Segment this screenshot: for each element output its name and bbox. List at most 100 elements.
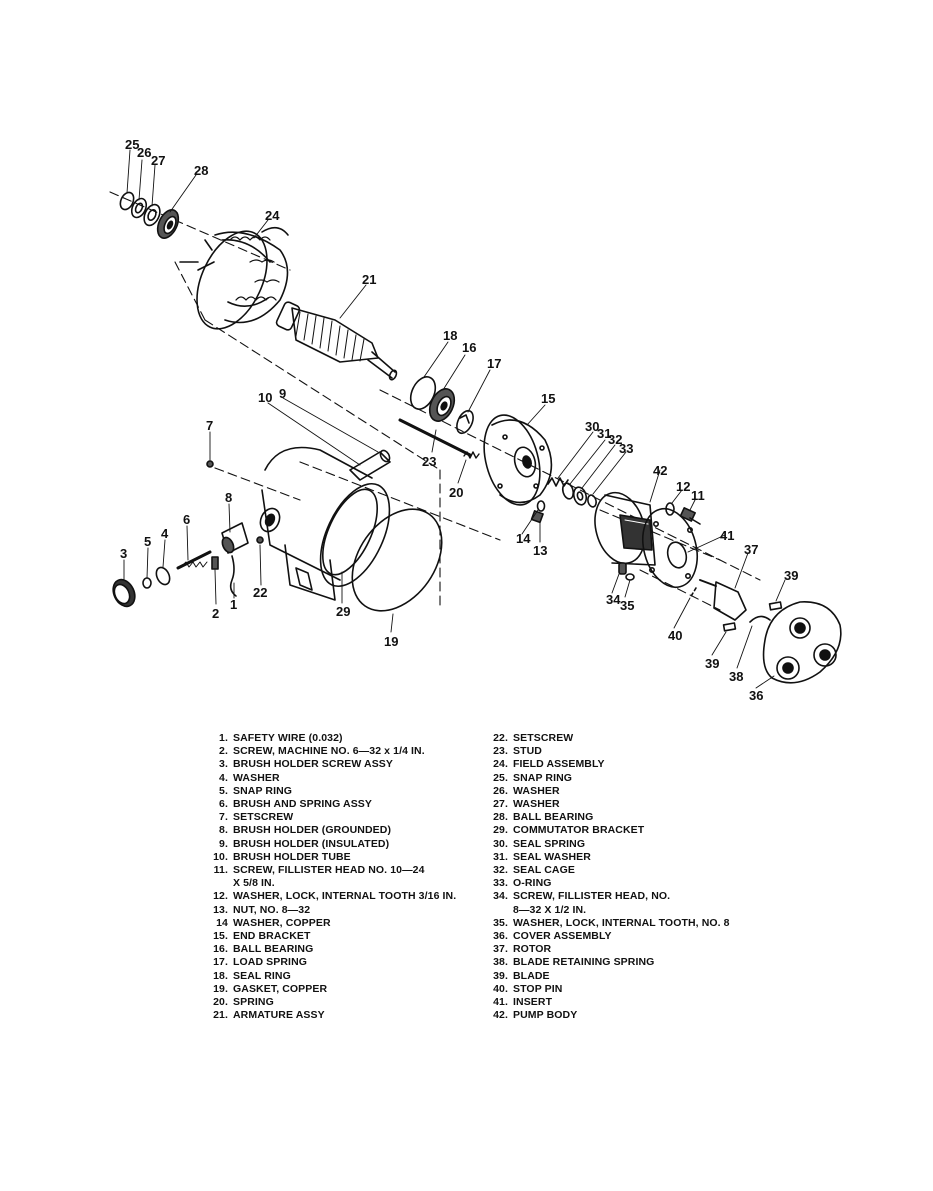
callout-37: 37 xyxy=(744,542,758,557)
callout-40: 40 xyxy=(668,628,682,643)
callout-27: 27 xyxy=(151,153,165,168)
legend-item: 28.BALL BEARING xyxy=(480,811,780,824)
callout-8: 8 xyxy=(225,490,232,505)
part-35-lock-washer xyxy=(625,573,635,581)
legend-item: 9.BRUSH HOLDER (INSULATED) xyxy=(200,838,470,851)
callout-26: 26 xyxy=(137,145,151,160)
legend-item: 33.O-RING xyxy=(480,877,780,890)
part-9-brush-holder-insulated xyxy=(349,451,391,481)
legend-item-number: 23. xyxy=(493,745,508,758)
part-27-washer xyxy=(143,203,161,227)
legend-item: 20.SPRING xyxy=(200,996,470,1009)
legend-item-number: 19. xyxy=(213,982,228,995)
legend-item: 15.END BRACKET xyxy=(200,930,470,943)
legend-item-number: 33. xyxy=(493,877,508,890)
legend-item: 32.SEAL CAGE xyxy=(480,864,780,877)
legend-item: 37.ROTOR xyxy=(480,943,780,956)
legend-item-number: 34. xyxy=(493,890,508,903)
legend-item-text: BRUSH HOLDER (INSULATED) xyxy=(233,837,390,850)
callout-31: 31 xyxy=(597,426,611,441)
legend-item-number: 18. xyxy=(213,969,228,982)
legend-item-number: 2. xyxy=(219,745,228,758)
part-28-ball-bearing xyxy=(156,209,180,239)
legend-item: 42.PUMP BODY xyxy=(480,1009,780,1022)
legend-item-text: WASHER, COPPER xyxy=(233,916,331,929)
part-42-pump-body xyxy=(594,491,656,566)
part-19-gasket xyxy=(351,508,443,612)
legend-item-text: STOP PIN xyxy=(513,982,563,995)
legend-item-text: WASHER, LOCK, INTERNAL TOOTH, NO. 8 xyxy=(513,916,730,929)
callout-32: 32 xyxy=(608,432,622,447)
legend-item-number: 36. xyxy=(493,930,508,943)
callout-1: 1 xyxy=(230,597,237,612)
legend-item: 10.BRUSH HOLDER TUBE xyxy=(200,851,470,864)
part-32-seal-cage xyxy=(572,486,588,506)
legend-item: 38.BLADE RETAINING SPRING xyxy=(480,956,780,969)
legend-item: 1.SAFETY WIRE (0.032) xyxy=(200,732,470,745)
legend-item: 34.SCREW, FILLISTER HEAD, NO. xyxy=(480,890,780,903)
callout-24: 24 xyxy=(265,208,280,223)
callout-36: 36 xyxy=(749,688,763,703)
legend-item-number: 8. xyxy=(219,824,228,837)
legend-item-text: SETSCREW xyxy=(233,811,294,824)
callout-12: 12 xyxy=(676,479,690,494)
legend-item: 3. BRUSH HOLDER SCREW ASSY xyxy=(200,758,470,771)
legend-item-number: 4. xyxy=(219,771,228,784)
part-2-machine-screw xyxy=(211,556,219,570)
callout-28: 28 xyxy=(194,163,208,178)
legend-item-number: 22. xyxy=(493,732,508,744)
legend-item-text: SCREW, FILLISTER HEAD NO. 10—24 xyxy=(233,864,425,877)
callout-33: 33 xyxy=(619,441,633,456)
callout-25: 25 xyxy=(125,137,139,152)
legend-item-number: 39. xyxy=(493,969,508,982)
legend-item-number: 21. xyxy=(213,1009,228,1022)
part-24-field-assembly xyxy=(179,226,289,330)
legend-item-number: 35. xyxy=(493,916,508,929)
legend-item-text: ARMATURE ASSY xyxy=(233,1009,325,1022)
legend-item-text: SNAP RING xyxy=(233,784,293,797)
part-14-copper-washer xyxy=(536,500,546,512)
legend-item-number: 26. xyxy=(493,784,508,797)
legend-item-number xyxy=(480,904,508,917)
legend-item-text: BRUSH HOLDER SCREW ASSY xyxy=(233,758,394,771)
legend-item: 26.WASHER xyxy=(480,785,780,798)
legend-item-text: SEAL CAGE xyxy=(513,864,575,877)
legend-item: 41.INSERT xyxy=(480,996,780,1009)
legend-item-text: FIELD ASSEMBLY xyxy=(513,758,605,771)
legend-item-number: 40. xyxy=(493,982,508,995)
legend-item-number: 1. xyxy=(219,732,228,744)
legend-item-text: SEAL WASHER xyxy=(513,850,591,863)
legend-item-number: 3. xyxy=(219,758,228,771)
callout-20: 20 xyxy=(449,485,463,500)
legend-item: 22.SETSCREW xyxy=(480,732,780,745)
legend-item-text: INSERT xyxy=(513,996,553,1009)
callout-10: 10 xyxy=(258,390,272,405)
legend-item-number: 37. xyxy=(493,943,508,956)
part-1-safety-wire xyxy=(229,555,237,597)
legend-item: 25.SNAP RING xyxy=(480,772,780,785)
legend-item-text: WASHER xyxy=(233,771,280,784)
legend-item: 21. ARMATURE ASSY xyxy=(200,1009,470,1022)
legend-item: 29.COMMUTATOR BRACKET xyxy=(480,824,780,837)
legend-item: 36.COVER ASSEMBLY xyxy=(480,930,780,943)
legend-item-number: 12. xyxy=(213,890,228,903)
callout-13: 13 xyxy=(533,543,547,558)
part-34-fillister-screw xyxy=(618,562,627,575)
legend-item-number: 25. xyxy=(493,771,508,784)
callout-14: 14 xyxy=(516,531,531,546)
part-37-rotor xyxy=(699,579,747,621)
legend-item-text: LOAD SPRING xyxy=(233,956,308,969)
callout-2: 2 xyxy=(212,606,219,621)
legend-item: 16.BALL BEARING xyxy=(200,943,470,956)
legend-item-number: 15. xyxy=(213,930,228,943)
legend-item: 17.LOAD SPRING xyxy=(200,956,470,969)
callout-39-upper: 39 xyxy=(784,568,798,583)
part-8-brush-holder-grounded xyxy=(221,522,249,554)
callout-3: 3 xyxy=(120,546,127,561)
callout-41: 41 xyxy=(720,528,734,543)
part-15-end-bracket xyxy=(483,414,553,506)
legend-item: 23.STUD xyxy=(480,745,780,758)
part-7-setscrew xyxy=(206,460,214,468)
